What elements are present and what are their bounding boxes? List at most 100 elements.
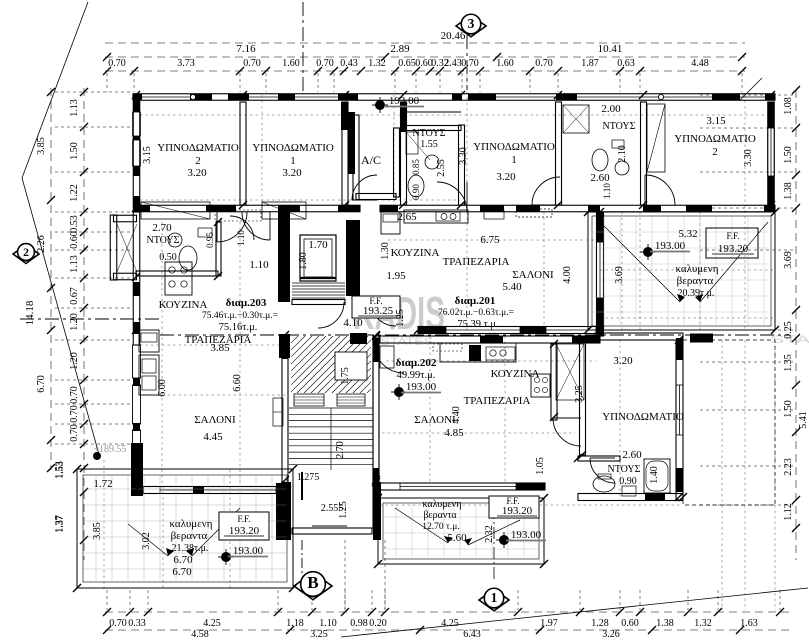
svg-text:0.70: 0.70 [109,618,127,629]
svg-text:193.00: 193.00 [655,240,686,252]
svg-text:3.20: 3.20 [187,167,207,179]
svg-text:A/C: A/C [361,153,381,167]
svg-text:1.60: 1.60 [496,58,514,69]
svg-text:193.20: 193.20 [502,505,533,517]
svg-text:βεραντα: βεραντα [677,275,714,287]
svg-text:1.20: 1.20 [69,352,80,370]
svg-text:1.53: 1.53 [55,461,66,479]
svg-text:193.25: 193.25 [363,305,394,317]
svg-text:βεραντα: βεραντα [423,510,457,521]
svg-text:2.10: 2.10 [617,145,628,163]
svg-text:3.15: 3.15 [706,115,726,127]
svg-text:2.55: 2.55 [436,159,447,177]
svg-text:1.55: 1.55 [420,139,438,150]
svg-text:0.25: 0.25 [783,321,794,339]
svg-text:76.02τ.μ.−0.63τ.μ.=: 76.02τ.μ.−0.63τ.μ.= [438,308,514,318]
svg-text:3.02: 3.02 [141,532,152,550]
svg-text:0.70: 0.70 [316,58,334,69]
svg-text:3.85: 3.85 [36,137,47,155]
svg-text:1.63: 1.63 [740,618,758,629]
svg-text:4.58: 4.58 [191,629,209,638]
svg-text:3.15: 3.15 [142,146,153,164]
svg-text:ΚΟΥΖΙΝΑ: ΚΟΥΖΙΝΑ [491,368,540,380]
svg-text:20.39τ.μ.: 20.39τ.μ. [678,288,715,299]
svg-text:1.75: 1.75 [340,367,351,385]
svg-text:2.60: 2.60 [622,449,642,461]
svg-text:5.32: 5.32 [678,228,697,240]
svg-text:2: 2 [195,155,201,167]
svg-text:75.16τ.μ.: 75.16τ.μ. [219,322,258,333]
svg-text:10.41: 10.41 [598,43,623,55]
svg-text:ΥΠΝΟΔΩΜΑΤΙΟ: ΥΠΝΟΔΩΜΑΤΙΟ [473,141,555,153]
svg-text:1.95: 1.95 [386,270,406,282]
svg-text:1.50: 1.50 [783,400,794,418]
svg-text:βεραντα: βεραντα [171,530,208,542]
svg-text:4.25: 4.25 [203,618,221,629]
svg-text:1.25: 1.25 [395,309,406,327]
svg-text:ΥΠΝΟΔΩΜΑΤΙΟ: ΥΠΝΟΔΩΜΑΤΙΟ [157,142,239,154]
svg-text:1.28: 1.28 [591,618,609,629]
svg-text:1.37: 1.37 [54,515,65,533]
svg-text:1.08: 1.08 [783,97,794,115]
svg-text:0.70: 0.70 [69,386,80,404]
svg-text:+189.55: +189.55 [93,444,126,455]
svg-text:1.38: 1.38 [783,182,794,200]
svg-text:ΤΡΑΠΕΖΑΡΙΑ: ΤΡΑΠΕΖΑΡΙΑ [464,395,531,407]
svg-text:1.10: 1.10 [319,618,337,629]
svg-text:0.90: 0.90 [619,476,637,487]
svg-text:STA: STA [770,334,809,346]
svg-text:0.90: 0.90 [411,184,421,200]
svg-text:B: B [307,573,318,592]
svg-text:4.00: 4.00 [562,266,573,284]
svg-text:ESTATES: ESTATES [371,336,433,348]
svg-text:0.70: 0.70 [69,405,80,423]
svg-text:0.60: 0.60 [415,58,433,69]
svg-text:6.60: 6.60 [232,374,243,392]
svg-text:3.69: 3.69 [783,251,794,269]
svg-text:1: 1 [511,154,517,166]
svg-text:2.555: 2.555 [321,503,344,514]
svg-text:4.85: 4.85 [444,427,464,439]
svg-text:3.26: 3.26 [602,629,620,638]
svg-text:ΣΑΛΟΝΙ: ΣΑΛΟΝΙ [414,414,456,426]
svg-text:διαμ.203: διαμ.203 [226,297,267,309]
svg-text:0.70: 0.70 [69,424,80,442]
svg-text:193.00: 193.00 [511,529,542,541]
svg-text:3.25: 3.25 [574,385,585,403]
svg-text:0.70: 0.70 [535,58,553,69]
svg-text:2.70: 2.70 [152,222,172,234]
svg-text:1.30: 1.30 [380,242,391,260]
svg-text:1.10: 1.10 [236,230,246,246]
svg-text:1.32: 1.32 [694,618,712,629]
svg-text:3.25: 3.25 [310,629,328,638]
svg-text:3.20: 3.20 [496,171,516,183]
svg-text:4.10: 4.10 [343,317,363,329]
svg-text:0.43: 0.43 [340,58,358,69]
svg-text:3.85: 3.85 [210,342,230,354]
svg-text:0.98: 0.98 [350,618,368,629]
svg-text:1.20: 1.20 [69,313,80,331]
svg-text:1.37: 1.37 [55,515,66,533]
svg-text:F.F.: F.F. [237,514,250,524]
svg-text:0.67: 0.67 [69,287,80,305]
svg-text:1.12: 1.12 [783,503,794,521]
svg-text:5.60: 5.60 [447,532,467,544]
svg-text:75.46τ.μ.−0.30τ.μ.=: 75.46τ.μ.−0.30τ.μ.= [202,311,278,321]
svg-text:0.85: 0.85 [411,159,421,175]
svg-text:2.26: 2.26 [36,235,47,253]
svg-text:3.20: 3.20 [613,355,633,367]
svg-text:2.23: 2.23 [783,458,794,476]
svg-text:49.99τ.μ.: 49.99τ.μ. [397,370,436,381]
svg-text:1.35: 1.35 [783,354,794,372]
svg-text:1.50: 1.50 [783,146,794,164]
svg-text:1.05: 1.05 [535,457,546,475]
svg-text:6.43: 6.43 [463,629,481,638]
svg-text:F.F.: F.F. [369,296,382,306]
svg-text:0.70: 0.70 [243,58,261,69]
svg-text:καλυμενη: καλυμενη [675,263,718,275]
svg-text:ΤΡΑΠΕΖΑΡΙΑ: ΤΡΑΠΕΖΑΡΙΑ [185,334,252,346]
svg-text:3.73: 3.73 [177,58,195,69]
svg-text:1.40: 1.40 [649,466,660,484]
svg-text:διαμ.201: διαμ.201 [455,295,496,307]
svg-text:ΝΤΟΥΣ: ΝΤΟΥΣ [608,464,641,475]
